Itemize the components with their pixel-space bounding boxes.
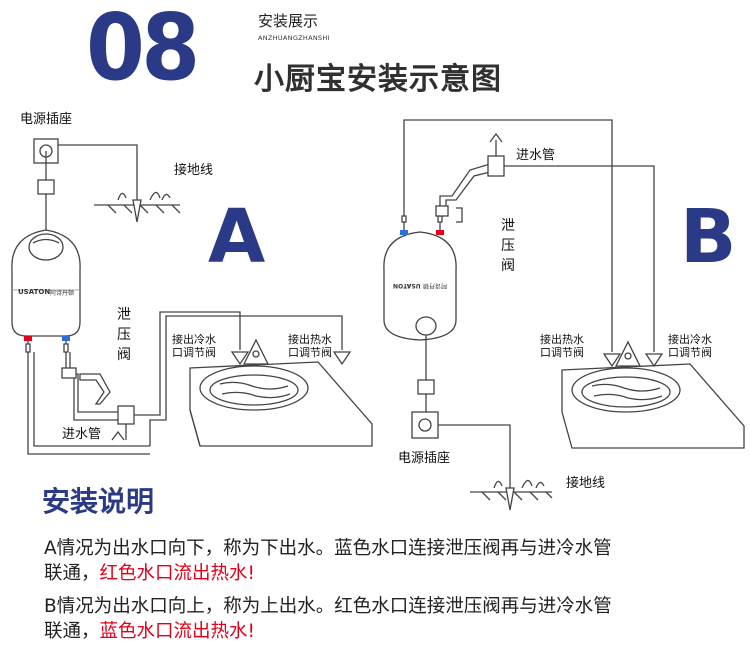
inlet-pipe-label-a: 进水管 (62, 427, 102, 442)
page-title: 小厨宝安装示意图 (254, 62, 502, 97)
instructions-title: 安装说明 (42, 485, 155, 518)
ground-wire-label-a: 接地线 (174, 163, 214, 178)
relief-valve-label-b: 泄压阀 (501, 218, 515, 274)
water-heater-a (11, 229, 81, 337)
cold-valve-label-b: 接出冷水口调节阀 (668, 333, 712, 359)
hot-valve-label-a: 接出热水口调节阀 (288, 333, 332, 359)
cold-valve-label-a: 接出冷水口调节阀 (172, 333, 216, 359)
relief-valve-label-a: 泄压阀 (117, 307, 131, 363)
inlet-pipe-label-b: 进水管 (516, 148, 556, 163)
heater-brand-b: USATON (393, 282, 421, 289)
diagram-b-letter: B (680, 194, 737, 280)
hot-valve-label-b: 接出热水口调节阀 (540, 333, 584, 359)
heater-brand-cn-a: 阿诗丹顿 (50, 290, 75, 297)
section-subtitle-en: ANZHUANGZHANSHI (258, 34, 330, 42)
instruction-a: A情况为出水口向下，称为下出水。蓝色水口连接泄压阀再与进冷水管 联通，红色水口流… (44, 538, 612, 584)
instruction-a-warning: 红色水口流出热水! (99, 563, 255, 584)
ground-wire-label-b: 接地线 (566, 476, 606, 491)
diagram-a-letter: A (208, 194, 266, 280)
instruction-b-warning: 蓝色水口流出热水! (99, 621, 255, 642)
heater-brand-cn-b: 阿诗丹顿 (423, 282, 448, 289)
heater-brand-a: USATON (18, 288, 51, 296)
section-subtitle: 安装展示 (258, 12, 319, 30)
power-socket-label-a: 电源插座 (20, 112, 73, 127)
power-socket-b (411, 411, 439, 439)
instruction-b: B情况为出水口向上，称为上出水。红色水口连接泄压阀再与进冷水管 联通，蓝色水口流… (44, 596, 612, 642)
water-heater-b (383, 231, 457, 341)
power-socket-label-b: 电源插座 (398, 451, 451, 466)
section-number: 08 (86, 0, 200, 101)
